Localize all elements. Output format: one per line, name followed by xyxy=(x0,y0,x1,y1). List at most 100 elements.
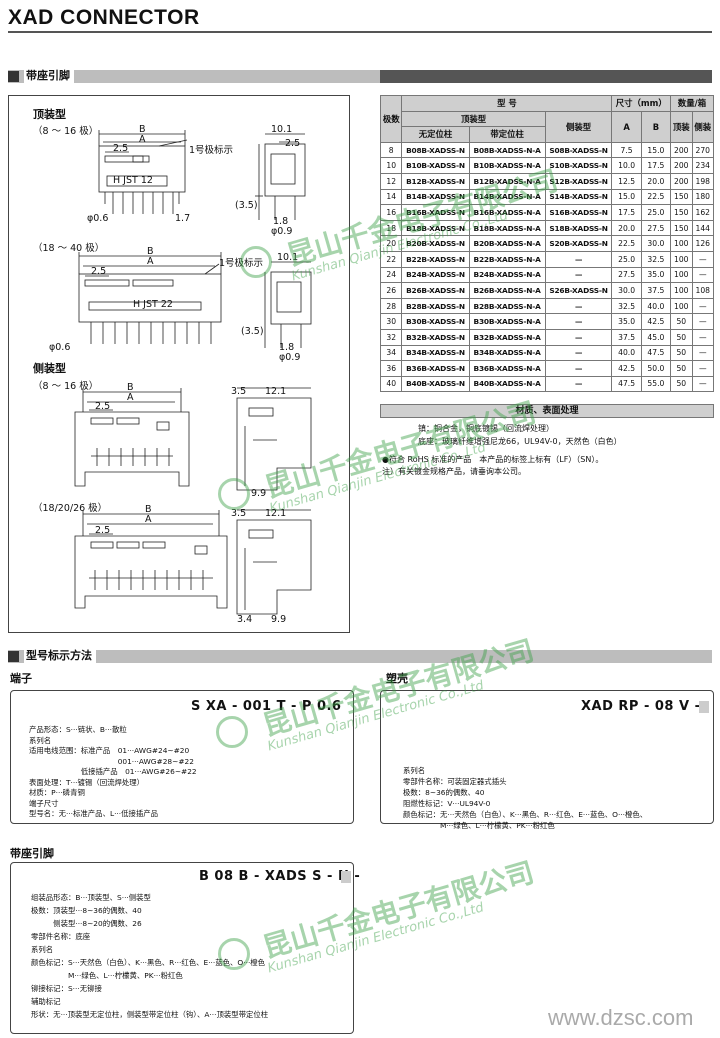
table-cell: B08B-XADSS-N xyxy=(401,141,470,159)
dim-phi0.9-1: φ0.9 xyxy=(271,226,293,237)
table-cell: B26B-XADSS-N-A xyxy=(468,282,546,299)
legend-line: 系列名 xyxy=(29,735,52,745)
table-cell: — xyxy=(691,297,714,315)
top-front-drawing-2 xyxy=(78,252,222,344)
top-range-label-2: （18 ～ 40 极） xyxy=(33,243,105,254)
legend-line: 产品形态：S···链状、B···散粒 xyxy=(29,725,127,734)
terminal-box: S XA - 001 T - P 0.6 产品形态：S···链状、B···散粒系… xyxy=(10,690,354,824)
placeholder-square xyxy=(341,871,351,883)
dim-3.5-2: (3.5) xyxy=(241,326,264,337)
table-cell: 47.5 xyxy=(611,375,642,393)
table-cell: S16B-XADSS-N xyxy=(544,204,613,221)
table-cell: B30B-XADSS-N-A xyxy=(468,313,546,330)
table-cell: S20B-XADSS-N xyxy=(544,235,613,252)
table-cell: 30.0 xyxy=(611,282,642,299)
table-cell: B30B-XADSS-N xyxy=(401,313,470,330)
dim-B-1: B xyxy=(139,124,146,135)
dim-3.5-s1: 3.5 xyxy=(231,386,247,397)
dim-9.9-s1: 9.9 xyxy=(251,488,267,499)
table-cell: 10 xyxy=(379,157,403,174)
table-cell: B28B-XADSS-N-A xyxy=(468,297,546,315)
technical-drawings xyxy=(74,130,312,615)
table-cell: B32B-XADSS-N-A xyxy=(468,328,546,346)
housing-title: 塑壳 xyxy=(386,672,408,685)
legend-line: 形状：无···顶装型无定位柱，侧装型带定位柱（钩）、A···顶装型带定位柱 xyxy=(31,1010,269,1019)
table-cell: 15.0 xyxy=(611,188,642,206)
table-cell: 35.0 xyxy=(640,266,672,284)
table-cell: 55.0 xyxy=(640,375,672,393)
dim-B-3: B xyxy=(127,382,134,393)
dim-2.5-2: 2.5 xyxy=(91,266,107,277)
dim-2.5-1b: 2.5 xyxy=(285,138,301,149)
section-label: 带座引脚 xyxy=(24,69,74,83)
legend-line: 侧装型···8~20的偶数、26 xyxy=(31,919,142,928)
table-cell: 200 xyxy=(670,141,693,159)
table-cell: 22.5 xyxy=(611,235,642,252)
spec-table: 极数 型 号 尺寸（mm） 数量/箱 顶装型 侧装型 A B 顶装 侧装 无定位… xyxy=(379,95,714,393)
jst-label-2: H JST 22 xyxy=(133,299,173,310)
dim-1.8-1: 1.8 xyxy=(273,216,289,227)
material-line-2: 底座：玻璃纤维增强尼龙66，UL94V-0，天然色（白色） xyxy=(418,437,622,446)
table-cell: 36 xyxy=(379,360,403,377)
table-cell: 10.0 xyxy=(611,157,642,174)
dim-A-1: A xyxy=(139,134,146,145)
table-cell: B34B-XADSS-N xyxy=(401,344,470,362)
placeholder-square xyxy=(699,701,709,713)
table-cell: 32.5 xyxy=(611,297,642,315)
th-poles: 极数 xyxy=(379,95,403,143)
table-cell: 25.0 xyxy=(640,204,672,221)
table-cell: — xyxy=(544,360,613,377)
dim-9.9-s2: 9.9 xyxy=(271,614,287,625)
dim-A-2: A xyxy=(147,256,154,267)
section-bar-model-method: 型号标示方法 xyxy=(8,649,712,663)
table-cell: B28B-XADSS-N xyxy=(401,297,470,315)
table-cell: 50 xyxy=(670,344,693,362)
section-bar-header-pins: 带座引脚 xyxy=(8,69,712,83)
dim-10.1-1: 10.1 xyxy=(271,124,293,135)
legend-line: 组装品形态：B···顶装型、S···侧装型 xyxy=(31,893,151,902)
jst-label-1: H JST 12 xyxy=(113,175,153,186)
side-side-drawing-2 xyxy=(236,509,312,615)
material-line-1: 镇：铜合金，铜底镀锡（回流焊处理） xyxy=(418,424,554,433)
dim-A-3: A xyxy=(127,392,134,403)
table-cell: B40B-XADSS-N xyxy=(401,375,470,393)
header-pins-part-number: B 08 B - XADS S - N - xyxy=(199,869,361,884)
table-cell: — xyxy=(691,360,714,377)
table-cell: B22B-XADSS-N xyxy=(401,250,470,268)
table-cell: 180 xyxy=(691,188,714,206)
table-cell: 37.5 xyxy=(640,282,672,299)
table-cell: B10B-XADSS-N xyxy=(401,157,470,174)
dim-2.5-1: 2.5 xyxy=(113,143,129,154)
dim-phi0.6-2: φ0.6 xyxy=(49,342,71,353)
table-cell: S10B-XADSS-N xyxy=(544,157,613,174)
table-cell: 45.0 xyxy=(640,328,672,346)
table-cell: — xyxy=(691,344,714,362)
table-cell: 32.5 xyxy=(640,250,672,268)
table-cell: 270 xyxy=(691,141,714,159)
table-cell: — xyxy=(544,313,613,330)
header-pins-legend: 组装品形态：B···顶装型、S···侧装型极数：顶装型···8~36的偶数、40… xyxy=(31,891,268,1021)
th-no-post: 无定位柱 xyxy=(401,126,470,143)
table-cell: 40.0 xyxy=(611,344,642,362)
table-cell: 40.0 xyxy=(640,297,672,315)
table-cell: S26B-XADSS-N xyxy=(544,282,613,299)
table-cell: B40B-XADSS-N-A xyxy=(468,375,546,393)
housing-part-number: XAD RP - 08 V - xyxy=(581,699,701,714)
table-cell: 100 xyxy=(670,266,693,284)
section-bar-dark xyxy=(380,70,712,83)
legend-line: 适用电线范围：标准产品 01···AWG#24~#20 xyxy=(29,746,190,755)
table-cell: B34B-XADSS-N-A xyxy=(468,344,546,362)
table-cell: 37.5 xyxy=(611,328,642,346)
table-cell: 50.0 xyxy=(640,360,672,377)
legend-line: M···绿色、L···柠檬黄、PK···粉红色 xyxy=(403,821,555,830)
table-cell: 24 xyxy=(379,266,403,284)
housing-box: XAD RP - 08 V - 系列名零部件名称：可装固定器式插头极数：8~36… xyxy=(380,690,714,830)
table-cell: — xyxy=(691,375,714,393)
table-cell: 108 xyxy=(691,282,714,299)
table-cell: 100 xyxy=(670,282,693,299)
rohs-note: ●符合 RoHS 标准的产品 本产品的标签上标有（LF）（SN）。 xyxy=(382,455,604,464)
table-cell: B08B-XADSS-N-A xyxy=(468,141,546,159)
